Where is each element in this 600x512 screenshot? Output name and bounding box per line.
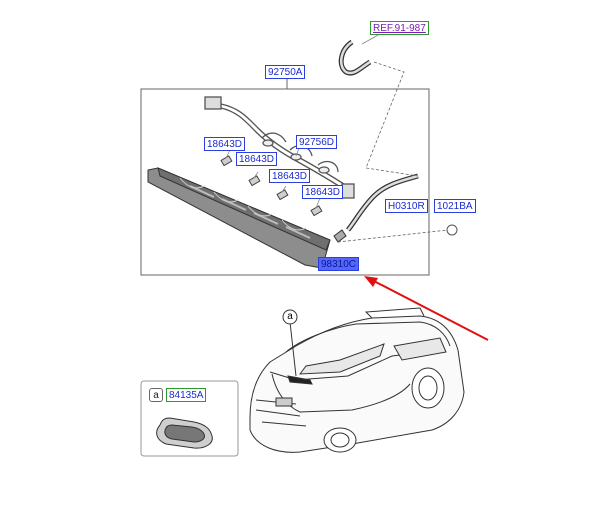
detail-callout-circle — [282, 309, 298, 325]
part-label-18643d-4[interactable]: 18643D — [302, 185, 344, 199]
bulb-sockets — [220, 155, 323, 217]
part-label-18643d-1[interactable]: 18643D — [204, 137, 246, 151]
washer-hose — [333, 39, 419, 243]
detail-part-label[interactable]: 84135A — [166, 388, 207, 402]
detail-callout-letter: a — [287, 311, 293, 322]
part-label-18643d-2[interactable]: 18643D — [236, 152, 278, 166]
dashed-leaders — [337, 61, 449, 243]
assembly-label[interactable]: 92750A — [265, 65, 306, 79]
stop-lamp-housing — [147, 167, 331, 269]
ref-label-text: REF.91-987 — [373, 23, 426, 34]
ref-label[interactable]: REF.91-987 — [370, 21, 429, 35]
clip-icon — [446, 224, 458, 236]
part-label-1021ba[interactable]: 1021BA — [434, 199, 476, 213]
part-label-18643d-3[interactable]: 18643D — [269, 169, 311, 183]
vehicle-illustration — [249, 307, 465, 453]
part-label-92756d[interactable]: 92756D — [296, 135, 338, 149]
assembly-frame — [140, 88, 430, 276]
part-label-98310c[interactable]: 98310C — [318, 257, 360, 271]
grommet-icon — [156, 417, 213, 449]
red-arrow — [364, 276, 489, 341]
detail-letter: a — [149, 388, 163, 402]
part-label-h0310r[interactable]: H0310R — [385, 199, 428, 213]
wiring-harness — [204, 96, 355, 199]
